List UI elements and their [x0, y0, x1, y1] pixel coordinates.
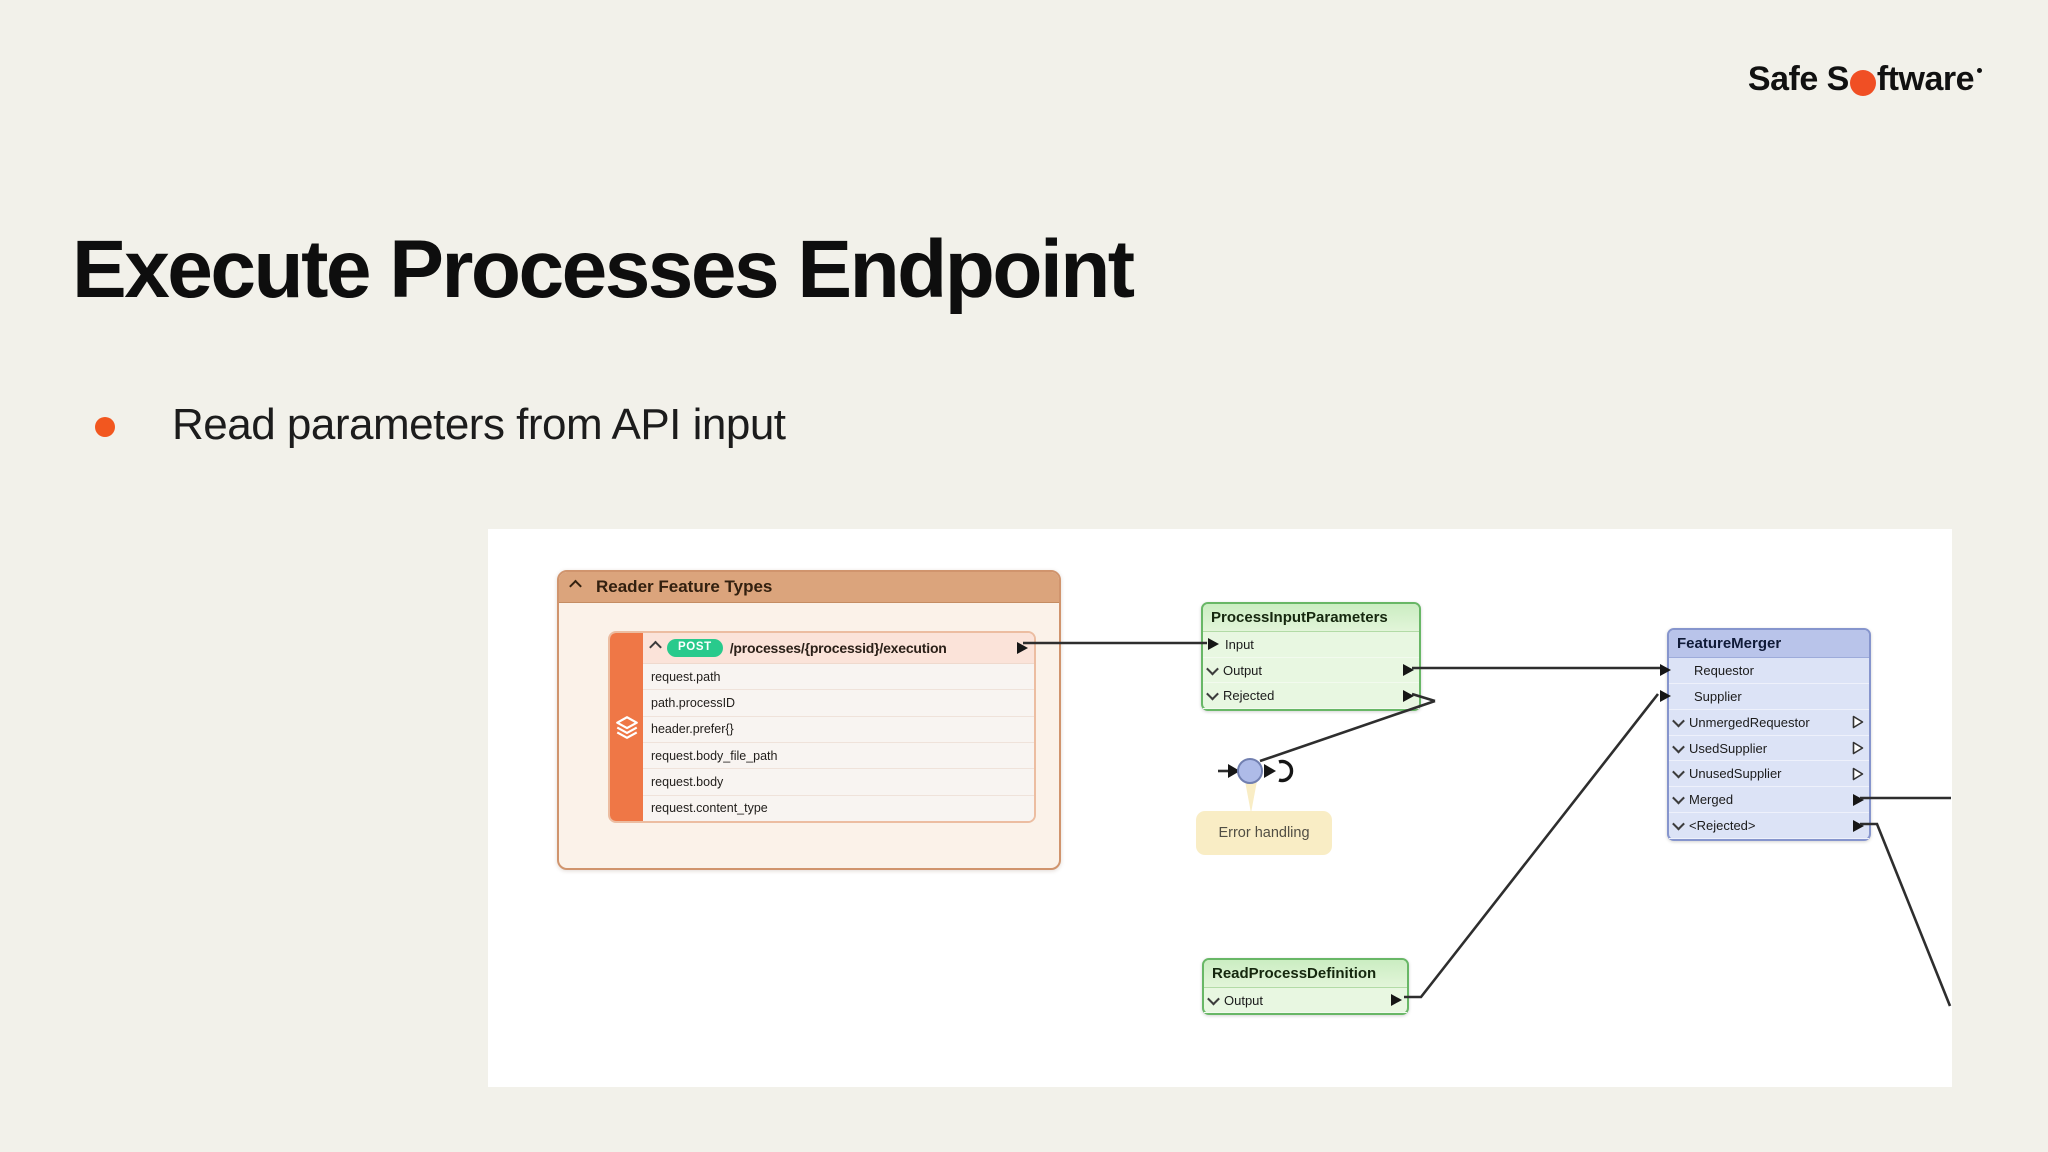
port-label: Rejected — [1223, 688, 1275, 704]
bullet-item: Read parameters from API input — [95, 400, 786, 450]
node-title: ProcessInputParameters — [1203, 604, 1419, 632]
logo-text-part1: Safe S — [1747, 60, 1849, 98]
attribute-label: request.path — [651, 669, 721, 684]
port-row: UnmergedRequestor — [1669, 710, 1869, 736]
output-port-icon — [1017, 642, 1028, 654]
port-row: UsedSupplier — [1669, 736, 1869, 762]
port-row: Input — [1203, 632, 1419, 658]
port-label: Output — [1223, 662, 1263, 678]
bullet-dot — [95, 417, 115, 437]
chevron-down-icon — [1206, 687, 1219, 701]
input-port-icon — [1660, 689, 1671, 702]
route-path: /processes/{processid}/execution — [729, 640, 947, 656]
workflow-canvas: Reader Feature Types POST /processes/{pr… — [488, 529, 1952, 1087]
node-title: ReadProcessDefinition — [1204, 960, 1407, 988]
logo-o-dot-icon — [1849, 69, 1876, 96]
junction-input-port-icon — [1228, 764, 1240, 778]
port-label: UsedSupplier — [1689, 740, 1768, 756]
port-label: Supplier — [1694, 688, 1742, 704]
attribute-row: header.prefer{} — [643, 716, 1034, 743]
annotation-tail — [1245, 781, 1257, 813]
junction-node — [1228, 758, 1294, 784]
port-label: UnusedSupplier — [1689, 766, 1782, 782]
output-port-icon — [1403, 689, 1414, 702]
output-port-icon — [1391, 994, 1402, 1006]
port-row: Supplier — [1660, 684, 1869, 710]
feature-type-rows: POST /processes/{processid}/execution re… — [643, 633, 1034, 821]
layers-icon — [615, 716, 638, 739]
port-row: Output — [1204, 988, 1407, 1013]
http-route-row: POST /processes/{processid}/execution — [643, 633, 1034, 664]
attribute-label: request.content_type — [651, 801, 768, 816]
output-port-icon — [1853, 819, 1864, 832]
chevron-down-icon — [1206, 662, 1219, 675]
port-row: Merged — [1669, 787, 1869, 814]
port-label: <Rejected> — [1689, 818, 1756, 834]
card-sidebar — [610, 633, 643, 821]
node-feature-merger: FeatureMerger Requestor Supplier Unmerge… — [1660, 628, 1871, 841]
bullet-text: Read parameters from API input — [172, 400, 786, 449]
unconnected-output-port-icon — [1852, 767, 1864, 781]
chevron-down-icon — [1207, 992, 1220, 1005]
unconnected-output-port-icon — [1852, 715, 1864, 729]
attribute-row: request.body — [643, 769, 1034, 796]
attribute-row: request.body_file_path — [643, 742, 1034, 770]
junction-crescent-icon — [1278, 759, 1294, 783]
chevron-down-icon — [1672, 714, 1685, 728]
collapse-caret-icon — [649, 640, 662, 653]
output-port-icon — [1853, 793, 1864, 806]
input-port-icon — [1660, 663, 1671, 676]
reader-panel-title: Reader Feature Types — [596, 577, 773, 596]
port-row: Output — [1203, 658, 1419, 684]
node-read-process-definition: ReadProcessDefinition Output — [1202, 958, 1409, 1015]
reader-panel-header: Reader Feature Types — [559, 572, 1059, 603]
input-port-icon — [1208, 638, 1219, 651]
attribute-label: path.processID — [651, 695, 736, 710]
node-title: FeatureMerger — [1669, 630, 1869, 658]
attribute-label: request.body — [651, 774, 724, 789]
attribute-label: header.prefer{} — [651, 722, 734, 737]
attribute-label: request.body_file_path — [651, 748, 778, 763]
annotation-text: Error handling — [1218, 825, 1310, 841]
port-label: Merged — [1689, 792, 1734, 808]
attribute-row: request.path — [643, 664, 1034, 691]
unconnected-output-port-icon — [1852, 741, 1864, 755]
reader-feature-types-panel: Reader Feature Types POST /processes/{pr… — [557, 570, 1061, 870]
port-label: Input — [1225, 636, 1254, 652]
port-label: Output — [1224, 992, 1264, 1008]
port-row: Requestor — [1660, 658, 1869, 684]
port-row: UnusedSupplier — [1669, 761, 1869, 788]
error-handling-annotation: Error handling — [1196, 811, 1332, 855]
chevron-down-icon — [1672, 766, 1685, 779]
logo-text-part2: ftware — [1876, 60, 1975, 98]
port-label: Requestor — [1694, 662, 1754, 678]
node-process-input-parameters: ProcessInputParameters Input Output Reje… — [1201, 602, 1421, 711]
collapse-caret-icon — [569, 579, 582, 592]
safe-software-logo: Safe S ftware — [1748, 60, 1982, 99]
slide-title: Execute Processes Endpoint — [72, 224, 1135, 315]
logo-trademark-dot — [1977, 68, 1982, 73]
http-method-badge: POST — [667, 639, 723, 657]
port-label: UnmergedRequestor — [1689, 714, 1810, 730]
attribute-row: request.content_type — [643, 795, 1034, 821]
chevron-down-icon — [1672, 791, 1685, 805]
output-port-icon — [1403, 664, 1414, 676]
attribute-row: path.processID — [643, 690, 1034, 717]
port-row: <Rejected> — [1669, 813, 1869, 840]
port-row: Rejected — [1203, 683, 1419, 710]
junction-circle-icon — [1237, 758, 1263, 784]
chevron-down-icon — [1672, 740, 1685, 753]
junction-output-port-icon — [1264, 764, 1276, 778]
feature-type-card: POST /processes/{processid}/execution re… — [608, 631, 1036, 823]
chevron-down-icon — [1672, 817, 1685, 831]
